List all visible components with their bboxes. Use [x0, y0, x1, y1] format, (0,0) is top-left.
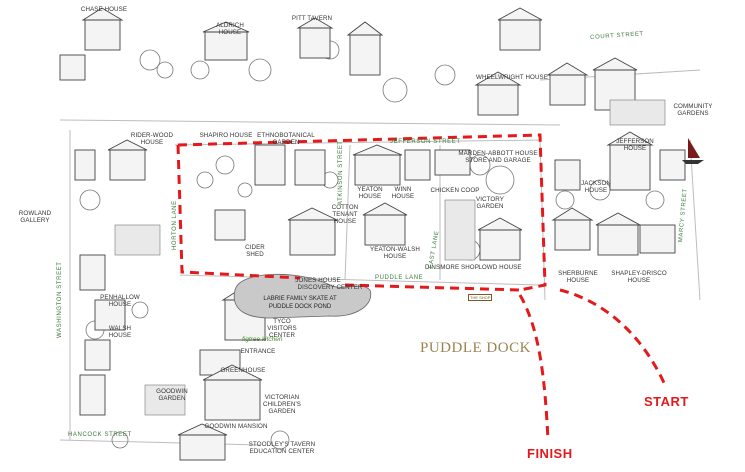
label-chicken-coop: CHICKEN COOP [430, 187, 480, 194]
label-tyco-visitors-center: TYCO VISITORS CENTER [267, 318, 297, 339]
tour-route [176, 133, 667, 441]
label-discovery-center: DISCOVERY CENTER [297, 284, 363, 291]
label-ethnobotanical-garden: ETHNOBOTANICAL GARDEN [257, 132, 315, 146]
label-jackson-house: JACKSON HOUSE [581, 180, 611, 194]
street-hancock: HANCOCK STREET [68, 432, 132, 438]
pond-label: LABRIE FAMILY SKATE AT PUDDLE DOCK POND [263, 296, 337, 310]
label-cider-shed: CIDER SHED [245, 244, 265, 258]
street-horton: HORTON LANE [172, 200, 178, 250]
label-yeaton-walsh-house: YEATON-WALSH HOUSE [370, 246, 420, 260]
label-jefferson-house: JEFFERSON HOUSE [616, 138, 654, 152]
label-shapiro-house: SHAPIRO HOUSE [199, 132, 253, 139]
label-sherburne-house: SHERBURNE HOUSE [558, 270, 598, 284]
restaurant-label: figtree kitchen [242, 336, 283, 343]
label-winn-house: WINN HOUSE [391, 186, 415, 200]
route-start-leg [559, 288, 667, 386]
street-washington: WASHINGTON STREET [57, 261, 63, 338]
label-goodwin-garden: GOODWIN GARDEN [156, 388, 188, 402]
street-jefferson: JEFFERSON STREET [390, 139, 461, 145]
label-wheelwright-house: WHEELWRIGHT HOUSE [476, 74, 548, 81]
label-jones-house: JONES HOUSE [295, 277, 341, 284]
label-rider-wood-house: RIDER-WOOD HOUSE [130, 132, 174, 146]
buildings [59, 7, 686, 461]
label-walsh-house: WALSH HOUSE [108, 325, 132, 339]
label-entrance: ENTRANCE [240, 348, 276, 355]
route-start-label: START [644, 394, 689, 409]
label-penhallow-house: PENHALLOW HOUSE [100, 294, 140, 308]
sailboat-icon [682, 138, 704, 164]
label-pitt-tavern: PITT TAVERN [291, 15, 333, 22]
shop-logo: THE SHOP [468, 294, 493, 301]
label-greenhouse: GREENHOUSE [220, 367, 266, 374]
label-chase-house: CHASE HOUSE [80, 6, 128, 13]
label-marden-abbott-house: MARDEN-ABBOTT HOUSE STORE AND GARAGE [458, 150, 538, 164]
pond [233, 273, 372, 319]
label-aldrich-house: ALDRICH HOUSE [216, 22, 244, 36]
label-goodwin-mansion: GOODWIN MANSION [204, 423, 268, 430]
label-victorian-childrens-garden: VICTORIAN CHILDREN'S GARDEN [263, 394, 301, 415]
label-shapley-drisco-house: SHAPLEY-DRISCO HOUSE [611, 270, 667, 284]
label-yeaton-house: YEATON HOUSE [357, 186, 383, 200]
route-finish-label: FINISH [527, 446, 573, 461]
route-finish-leg [518, 294, 550, 441]
label-victory-garden: VICTORY GARDEN [476, 196, 504, 210]
label-community-gardens: COMMUNITY GARDENS [673, 103, 713, 117]
street-lines [59, 69, 701, 446]
street-atkinson: ATKINSON STREET [338, 140, 344, 205]
garden-plots [114, 99, 666, 416]
label-dinsmore-shop: DINSMORE SHOP [425, 264, 479, 271]
label-stoodleys-tavern: STOODLEY'S TAVERN EDUCATION CENTER [248, 441, 316, 455]
area-label-puddle-dock: PUDDLE DOCK [420, 340, 531, 356]
label-rowland-gallery: ROWLAND GALLERY [18, 210, 52, 224]
label-cotton-tenant-house: COTTON TENANT HOUSE [331, 204, 359, 225]
trees [79, 30, 665, 450]
street-puddle: PUDDLE LANE [375, 275, 424, 281]
label-lowd-house: LOWD HOUSE [478, 264, 522, 271]
